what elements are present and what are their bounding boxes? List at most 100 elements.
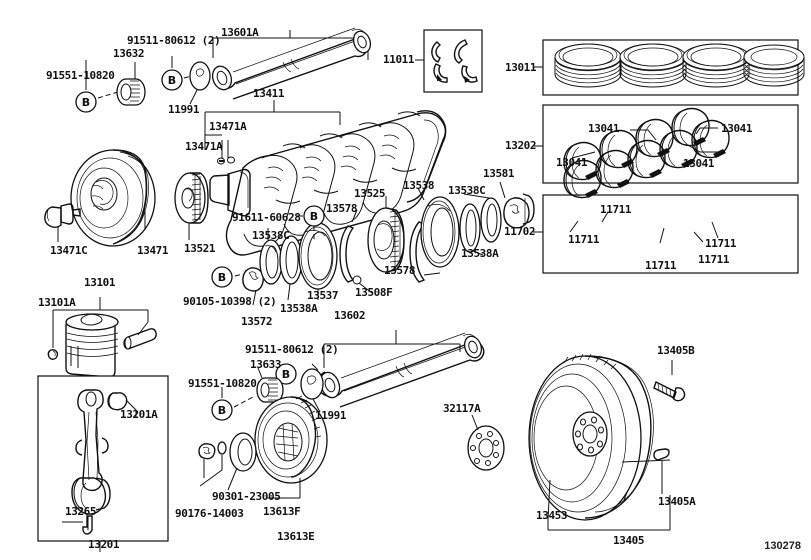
label-91511-80612-bot: 91511-80612 (2) [245, 343, 339, 356]
part-13405B-bolt [653, 360, 686, 402]
part-90176-14003 [198, 443, 216, 478]
part-13538C-right [463, 193, 502, 243]
part-13405-flywheel [528, 353, 671, 531]
label-13632: 13632 [113, 47, 145, 60]
label-13471A-1: 13471A [209, 120, 247, 133]
box-11011 [415, 29, 483, 93]
label-13405A: 13405A [658, 495, 696, 508]
label-13101: 13101 [84, 276, 116, 289]
label-90301-23005: 90301-23005 [212, 490, 281, 503]
label-11711-5: 11711 [705, 237, 737, 250]
label-13578-left: 13578 [326, 202, 358, 215]
leader-91611-60628: B [297, 205, 325, 240]
label-13101A: 13101A [38, 296, 76, 309]
label-13525: 13525 [354, 187, 386, 200]
label-11711-2: 11711 [600, 203, 632, 216]
label-13613F: 13613F [263, 505, 301, 518]
part-13525-sprocket [367, 196, 405, 273]
part-13471-pulley [70, 149, 156, 247]
label-91551-10820-top: 91551-10820 [46, 69, 115, 82]
label-13201A: 13201A [120, 408, 158, 421]
part-13411-crankshaft [209, 110, 447, 256]
box-13202 [533, 104, 799, 184]
label-13538A-left: 13538A [280, 302, 318, 315]
label-13521: 13521 [184, 242, 216, 255]
part-13538A-right [459, 203, 484, 256]
label-13041-1: 13041 [588, 122, 620, 135]
label-91551-10820-bot: 91551-10820 [188, 377, 257, 390]
part-13521-timing-gear [174, 172, 209, 240]
label-13471A-2: 13471A [185, 140, 223, 153]
part-13538A-left [279, 235, 303, 301]
leader-91511-80612-bot: B [275, 363, 319, 385]
label-13202: 13202 [505, 139, 537, 152]
part-13405A-pin [653, 448, 670, 494]
label-13405: 13405 [613, 534, 645, 547]
part-13508F [352, 275, 373, 294]
label-13602: 13602 [334, 309, 366, 322]
label-13405B: 13405B [657, 344, 695, 357]
label-13471C: 13471C [50, 244, 88, 257]
part-11991-washer-bot [300, 368, 324, 413]
main-bearings-11711 [563, 119, 730, 199]
part-small-pin [199, 441, 227, 487]
label-13633: 13633 [250, 358, 282, 371]
svg-text:B: B [282, 368, 290, 381]
label-11991-bot: 11991 [315, 409, 347, 422]
box-11702 [533, 119, 799, 274]
label-13011: 13011 [505, 61, 537, 74]
label-91611-60628: 91611-60628 [232, 211, 301, 224]
label-13453: 13453 [536, 509, 568, 522]
figure-number: 130278 [764, 540, 801, 552]
label-13538C-right: 13538C [448, 184, 486, 197]
leader-91551-10820-top: B [75, 60, 119, 113]
label-11711-1: 11711 [568, 233, 600, 246]
svg-text:B: B [310, 210, 318, 223]
label-13581: 13581 [483, 167, 515, 180]
rod-bearings-13041 [563, 107, 710, 181]
part-13101-piston [47, 297, 157, 378]
label-13578-right: 13578 [384, 264, 416, 277]
box-13011 [533, 39, 805, 96]
part-13602-connecting-rod [317, 330, 485, 408]
part-13572: B [211, 266, 264, 306]
label-11711-4: 11711 [698, 253, 730, 266]
part-32117A [467, 414, 505, 471]
piston-ring-stacks [554, 43, 805, 88]
label-13538: 13538 [403, 179, 435, 192]
part-13201-conrod [62, 389, 137, 535]
label-91511-80612-top: 91511-80612 (2) [127, 34, 221, 47]
label-13538A-right: 13538A [461, 247, 499, 260]
svg-text:B: B [82, 96, 90, 109]
label-13508F: 13508F [355, 286, 393, 299]
part-13601A-connecting-rod [211, 27, 372, 100]
leader-13471A [204, 130, 229, 158]
part-13578-right [409, 221, 441, 283]
label-13537: 13537 [307, 289, 339, 302]
label-32117A: 32117A [443, 402, 481, 415]
part-13471C [44, 203, 81, 242]
label-13601A: 13601A [221, 26, 259, 39]
label-11011: 11011 [383, 53, 415, 66]
svg-text:B: B [168, 74, 176, 87]
label-13471: 13471 [137, 244, 169, 257]
part-90301-23005 [227, 432, 257, 491]
label-13041-4: 13041 [683, 157, 715, 170]
part-13632-bolt-washer [116, 62, 146, 106]
leader-91511-80612-top: B [161, 56, 197, 91]
label-13265: 13265 [65, 505, 97, 518]
label-90105-10398: 90105-10398 (2) [183, 295, 277, 308]
part-13538C-left [259, 228, 283, 285]
label-11702: 11702 [504, 225, 536, 238]
box-13201 [37, 375, 169, 552]
ring-stack-center: B [211, 181, 535, 306]
label-13538C-left: 13538C [252, 229, 290, 242]
part-13538 [417, 187, 460, 268]
label-13613E: 13613E [277, 530, 315, 543]
label-11991-top: 11991 [168, 103, 200, 116]
label-13572: 13572 [241, 315, 273, 328]
svg-text:B: B [218, 404, 226, 417]
label-13041-2: 13041 [556, 156, 588, 169]
